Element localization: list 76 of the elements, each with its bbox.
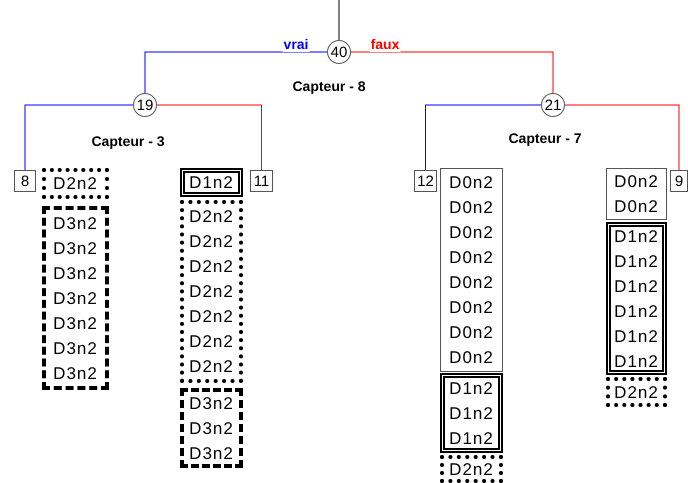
class-label: D1n2 bbox=[614, 326, 659, 348]
class-label: D0n2 bbox=[449, 247, 494, 269]
decision-circle bbox=[541, 93, 565, 117]
class-label: D0n2 bbox=[449, 197, 494, 219]
tree-branch-line bbox=[350, 52, 554, 94]
edge-label: vrai bbox=[282, 36, 310, 52]
sensor-caption: Capteur - 8 bbox=[292, 78, 366, 94]
class-label: D2n2 bbox=[189, 306, 234, 328]
class-label: D2n2 bbox=[449, 458, 494, 480]
leaf-number: 12 bbox=[417, 172, 434, 190]
class-group-box bbox=[440, 168, 503, 372]
class-group-box bbox=[606, 377, 667, 407]
leaf-box bbox=[14, 170, 36, 192]
class-group-box bbox=[606, 168, 667, 220]
tree-branch-line bbox=[144, 52, 328, 94]
edge-label: faux bbox=[370, 36, 400, 52]
tree-branch-line bbox=[425, 104, 542, 170]
class-label: D3n2 bbox=[53, 238, 98, 260]
leaf-number: 8 bbox=[20, 172, 30, 190]
class-label: D1n2 bbox=[614, 250, 659, 272]
decision-circle bbox=[133, 93, 157, 117]
leaf-box bbox=[250, 170, 273, 192]
class-label: D0n2 bbox=[449, 272, 494, 294]
class-label: D3n2 bbox=[53, 288, 98, 310]
class-label: D3n2 bbox=[189, 442, 234, 464]
node-number: 19 bbox=[136, 96, 154, 114]
class-label: D3n2 bbox=[53, 312, 98, 334]
class-label: D2n2 bbox=[189, 331, 234, 353]
class-label: D0n2 bbox=[449, 347, 494, 369]
class-group-box bbox=[180, 200, 243, 383]
class-label: D2n2 bbox=[53, 173, 98, 195]
class-label: D0n2 bbox=[449, 322, 494, 344]
class-group-box bbox=[606, 222, 667, 375]
leaf-box bbox=[670, 170, 688, 192]
tree-branch-line bbox=[24, 104, 134, 170]
class-group-box bbox=[42, 206, 109, 390]
class-label: D0n2 bbox=[614, 171, 659, 193]
class-label: D0n2 bbox=[449, 297, 494, 319]
decision-circle bbox=[327, 40, 351, 64]
class-label: D3n2 bbox=[53, 338, 98, 360]
class-label: D3n2 bbox=[53, 362, 98, 384]
class-label: D1n2 bbox=[449, 378, 494, 400]
class-label: D3n2 bbox=[53, 212, 98, 234]
class-label: D1n2 bbox=[614, 226, 659, 248]
class-label: D2n2 bbox=[189, 356, 234, 378]
leaf-number: 11 bbox=[254, 172, 270, 190]
class-label: D2n2 bbox=[189, 256, 234, 278]
class-group-box bbox=[180, 168, 243, 197]
class-label: D1n2 bbox=[614, 350, 659, 372]
class-label: D3n2 bbox=[53, 262, 98, 284]
tree-branch-line bbox=[564, 104, 680, 170]
class-label: D1n2 bbox=[614, 276, 659, 298]
class-group-box bbox=[42, 168, 109, 199]
class-label: D2n2 bbox=[189, 231, 234, 253]
class-label: D2n2 bbox=[189, 206, 234, 228]
class-label: D0n2 bbox=[449, 222, 494, 244]
class-label: D1n2 bbox=[614, 300, 659, 322]
class-label: D3n2 bbox=[189, 392, 234, 414]
class-group-box bbox=[180, 388, 243, 468]
class-group-box bbox=[440, 455, 503, 483]
class-label: D1n2 bbox=[189, 172, 234, 194]
tree-branch-line bbox=[156, 104, 262, 170]
leaf-number: 9 bbox=[674, 172, 684, 190]
class-label: D1n2 bbox=[449, 402, 494, 424]
sensor-caption: Capteur - 3 bbox=[91, 133, 165, 149]
sensor-caption: Capteur - 7 bbox=[508, 130, 582, 146]
class-label: D2n2 bbox=[614, 382, 659, 404]
class-label: D2n2 bbox=[189, 281, 234, 303]
node-number: 40 bbox=[330, 44, 348, 60]
class-label: D0n2 bbox=[614, 196, 659, 218]
class-label: D1n2 bbox=[449, 428, 494, 450]
node-number: 21 bbox=[544, 96, 562, 114]
class-label: D3n2 bbox=[189, 418, 234, 440]
class-label: D0n2 bbox=[449, 172, 494, 194]
tree-branch-line bbox=[338, 0, 340, 40]
class-group-box bbox=[440, 373, 503, 453]
